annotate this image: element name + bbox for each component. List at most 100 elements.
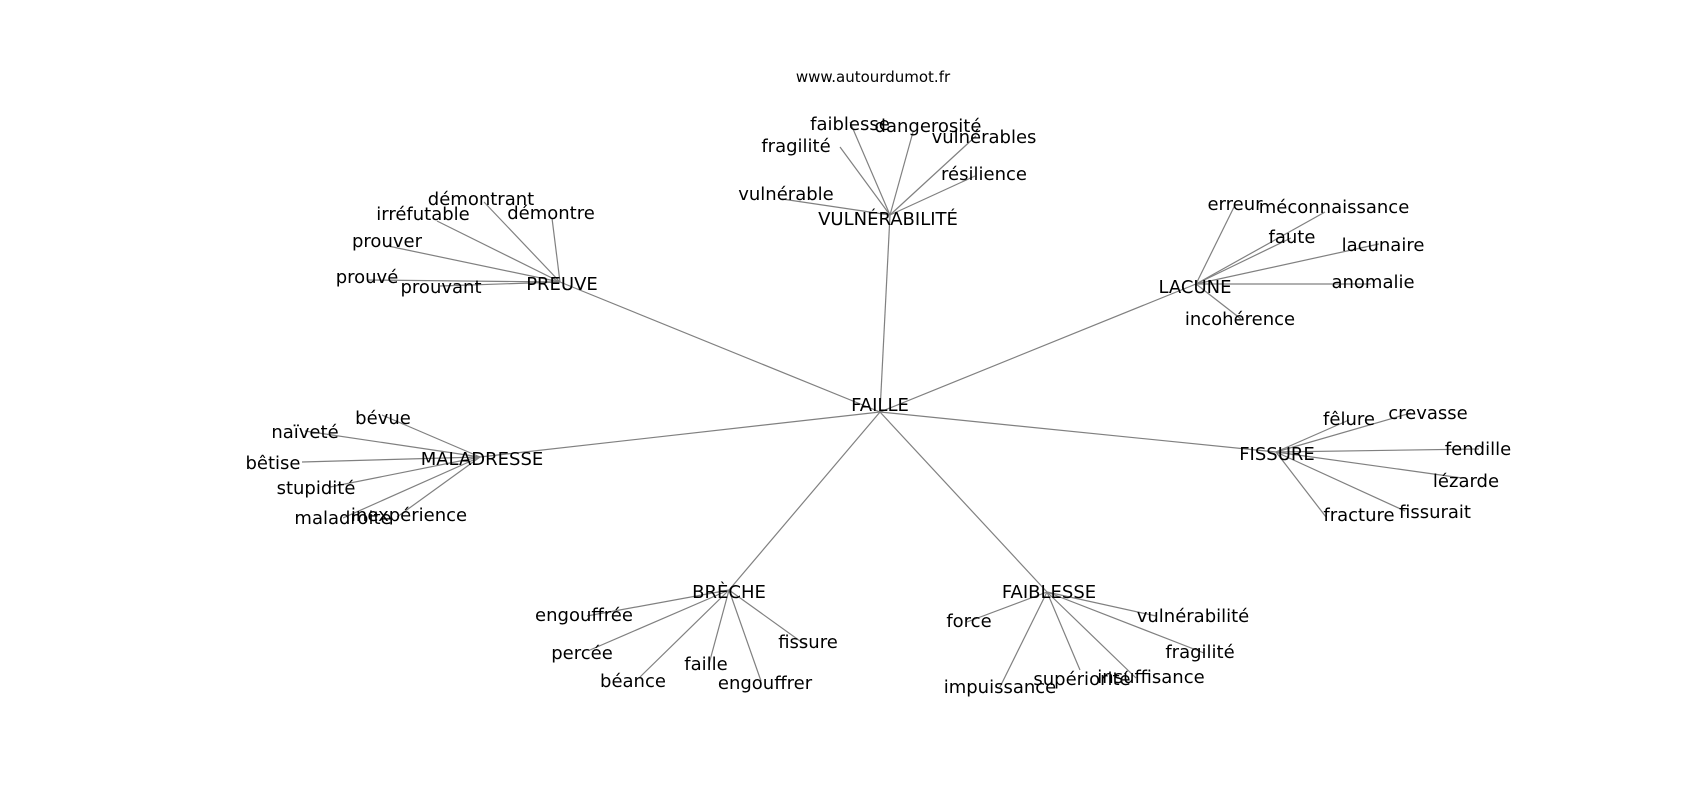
edge-preuve-demontre <box>551 217 561 283</box>
word-node-lacunaire[interactable]: lacunaire <box>1342 235 1425 256</box>
edge-vulnerabilite-faiblesse <box>849 121 891 216</box>
word-node-vulnerable[interactable]: vulnérable <box>738 184 833 205</box>
edge-fissure-felure <box>1275 419 1350 453</box>
edge-faiblesse-force <box>966 591 1048 623</box>
word-node-insuffisance[interactable]: insuffisance <box>1097 667 1204 688</box>
word-node-stupidite[interactable]: stupidité <box>277 478 356 499</box>
word-node-anomalie[interactable]: anomalie <box>1331 272 1414 293</box>
edge-vulnerabilite-vulnerables <box>889 135 977 216</box>
word-node-fissure[interactable]: fissure <box>778 632 838 653</box>
word-node-fragilite[interactable]: fragilité <box>761 136 830 157</box>
word-node-demontrant[interactable]: démontrant <box>428 189 534 210</box>
word-node-maladroite[interactable]: maladroite <box>294 508 391 529</box>
edge-breche-faille <box>708 589 730 665</box>
word-node-dangerosite[interactable]: dangerosité <box>875 116 982 137</box>
edge-preuve-prouver <box>387 245 561 283</box>
edge-faille-breche <box>728 411 881 591</box>
edge-fissure-fendille <box>1275 448 1480 453</box>
word-node-resilience[interactable]: résilience <box>941 164 1027 185</box>
hub-node-faiblesse[interactable]: FAIBLESSE <box>1002 582 1096 603</box>
word-node-beance[interactable]: béance <box>600 671 666 692</box>
edge-lacune-incoherence <box>1195 283 1242 320</box>
word-node-irrefutable[interactable]: irréfutable <box>376 204 470 225</box>
edges-layer <box>301 121 1480 688</box>
edge-preuve-prouvant <box>439 281 561 287</box>
word-node-faute[interactable]: faute <box>1269 227 1316 248</box>
edge-lacune-meconnaissance <box>1195 211 1326 285</box>
word-node-fracture[interactable]: fracture <box>1323 505 1394 526</box>
word-node-prouver[interactable]: prouver <box>352 231 423 252</box>
word-node-engouffrer[interactable]: engouffrer <box>718 673 813 694</box>
edge-maladresse-naivete <box>304 430 481 458</box>
source-label[interactable]: www.autourdumot.fr <box>796 68 951 86</box>
center-node[interactable]: FAILLE <box>851 395 909 416</box>
edge-faiblesse-vulnerabilite <box>1046 591 1157 617</box>
edge-faiblesse-superiorite <box>1046 591 1081 671</box>
edge-preuve-irrefutable <box>436 220 561 283</box>
word-node-prouvant[interactable]: prouvant <box>401 277 482 298</box>
edge-fissure-crevasse <box>1275 412 1412 453</box>
edge-faille-fissure <box>879 411 1277 453</box>
edge-maladresse-betise <box>301 456 481 463</box>
edge-breche-engouffrer <box>728 589 762 682</box>
word-node-demontre[interactable]: démontre <box>507 203 595 224</box>
word-node-incoherence[interactable]: incohérence <box>1185 309 1295 330</box>
word-node-naivete[interactable]: naïveté <box>271 422 338 443</box>
word-node-percee[interactable]: percée <box>551 643 613 664</box>
word-node-vulnerables[interactable]: vulnérables <box>932 127 1037 148</box>
word-node-bevue[interactable]: bévue <box>355 408 411 429</box>
edge-fissure-fissurait <box>1275 451 1406 512</box>
word-node-faille[interactable]: faille <box>684 654 727 675</box>
hub-node-fissure[interactable]: FISSURE <box>1239 444 1315 465</box>
edge-maladresse-bevue <box>381 414 481 458</box>
word-node-faiblesse[interactable]: faiblesse <box>810 114 890 135</box>
edge-lacune-erreur <box>1195 204 1236 285</box>
word-node-fragilite[interactable]: fragilité <box>1165 642 1234 663</box>
edge-lacune-lacunaire <box>1195 243 1380 285</box>
word-node-engouffree[interactable]: engouffrée <box>535 605 633 626</box>
edge-faiblesse-fragilite <box>1046 591 1205 654</box>
edge-faille-preuve <box>559 281 881 413</box>
edge-vulnerabilite-dangerosite <box>889 131 914 216</box>
hub-node-lacune[interactable]: LACUNE <box>1158 277 1231 298</box>
edge-vulnerabilite-vulnerable <box>781 198 891 216</box>
word-node-impuissance[interactable]: impuissance <box>944 677 1057 698</box>
edge-preuve-prouve <box>367 279 561 283</box>
word-node-meconnaissance[interactable]: méconnaissance <box>1259 197 1410 218</box>
edge-breche-engouffree <box>586 589 730 617</box>
edge-faille-maladresse <box>479 411 881 458</box>
edge-faille-vulnerabilite <box>879 214 891 413</box>
edge-faiblesse-insuffisance <box>1046 591 1137 679</box>
word-node-prouve[interactable]: prouvé <box>336 267 399 288</box>
word-node-superiorite[interactable]: supériorité <box>1033 669 1130 690</box>
word-node-lezarde[interactable]: lézarde <box>1433 471 1499 492</box>
labels-layer: www.autourdumot.fr FAILLE VULNÉRABILITÉ f… <box>245 68 1511 698</box>
hub-node-vulnerabilite[interactable]: VULNÉRABILITÉ <box>818 208 958 230</box>
word-node-force[interactable]: force <box>946 611 991 632</box>
hub-node-breche[interactable]: BRÈCHE <box>692 581 766 603</box>
edge-fissure-fracture <box>1275 451 1327 518</box>
edge-faille-lacune <box>879 283 1197 413</box>
edge-breche-beance <box>639 589 730 678</box>
word-node-vulnerabilite[interactable]: vulnérabilité <box>1137 606 1250 627</box>
word-node-crevasse[interactable]: crevasse <box>1388 403 1468 424</box>
edge-breche-fissure <box>728 589 808 647</box>
edge-fissure-lezarde <box>1275 451 1463 479</box>
word-node-erreur[interactable]: erreur <box>1207 194 1263 215</box>
hub-node-maladresse[interactable]: MALADRESSE <box>421 449 544 470</box>
edge-breche-percee <box>589 589 730 651</box>
word-node-fendille[interactable]: fendille <box>1445 439 1511 460</box>
word-node-felure[interactable]: fêlure <box>1323 409 1375 430</box>
word-node-inexperience[interactable]: inexpérience <box>351 505 467 526</box>
edge-lacune-faute <box>1195 237 1292 285</box>
edge-faille-faiblesse <box>879 411 1048 593</box>
edge-preuve-demontrant <box>483 201 561 283</box>
hub-node-preuve[interactable]: PREUVE <box>526 274 598 295</box>
word-node-fissurait[interactable]: fissurait <box>1399 502 1471 523</box>
edge-maladresse-stupidite <box>329 456 481 488</box>
word-node-betise[interactable]: bêtise <box>245 453 300 474</box>
edge-maladresse-inexperience <box>396 456 481 518</box>
edge-faiblesse-impuissance <box>999 591 1048 688</box>
edge-vulnerabilite-fragilite <box>839 146 891 216</box>
